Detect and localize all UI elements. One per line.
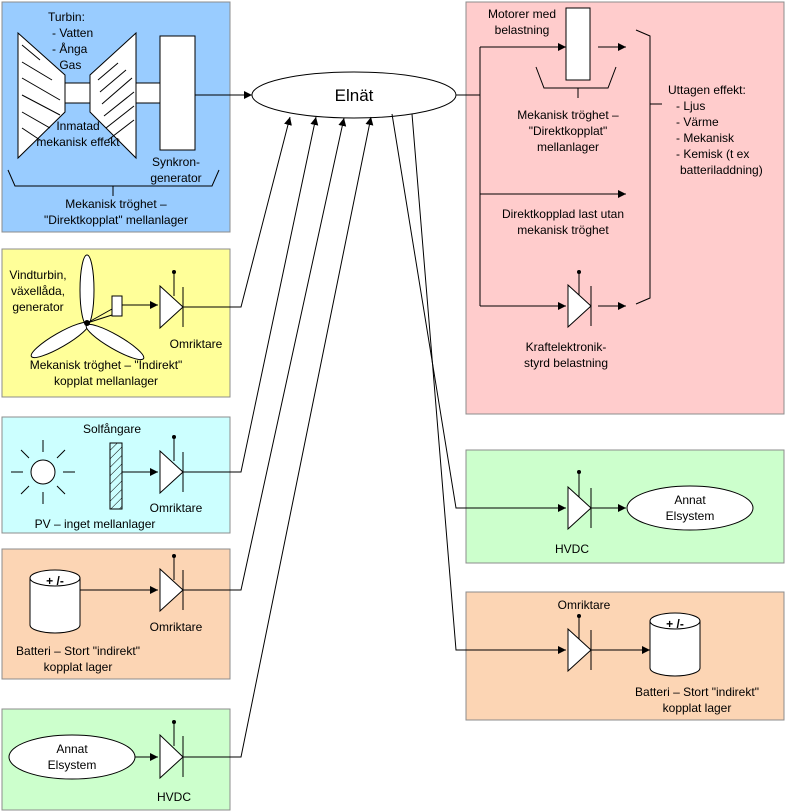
pv-caption: PV – inget mellanlager bbox=[35, 517, 156, 531]
battery-right-converter-label: Omriktare bbox=[558, 598, 611, 612]
battery-left-cylinder bbox=[29, 569, 81, 634]
output-brace bbox=[635, 29, 651, 305]
battery-right-caption: Batteri – Stort "indirekt" bbox=[635, 685, 759, 699]
turbine-item: - Gas bbox=[52, 58, 81, 72]
sun-rays bbox=[11, 440, 75, 504]
battery-left-to-grid-arrow bbox=[183, 117, 347, 591]
other-system-right-label: Elsystem bbox=[666, 509, 715, 523]
grid-label: Elnät bbox=[335, 86, 374, 105]
turbine-left-blades bbox=[17, 31, 66, 160]
wind-label: växellåda, bbox=[11, 284, 65, 298]
turbine-caption: Mekanisk tröghet – bbox=[65, 197, 167, 211]
turbine-title: Turbin: bbox=[48, 10, 85, 24]
wind-blade-top bbox=[79, 254, 95, 326]
battery-left-converter-label: Omriktare bbox=[150, 620, 203, 634]
direct-load-label: mekanisk tröghet bbox=[517, 223, 609, 237]
battery-right-converter-triangle bbox=[567, 627, 592, 673]
turbine-item: - Vatten bbox=[52, 26, 93, 40]
output-item: batteriladdning) bbox=[680, 163, 763, 177]
other-system-left-label: Elsystem bbox=[48, 758, 97, 772]
motor-inertia-label: Mekanisk tröghet – bbox=[517, 108, 619, 122]
turbine-caption: "Direktkopplat" mellanlager bbox=[44, 213, 188, 227]
pv-converter-label: Omriktare bbox=[150, 501, 203, 515]
turbine-left-hatch bbox=[21, 44, 61, 141]
battery-right-group: Omriktare + /- Batteri – Stort "indirekt… bbox=[411, 113, 759, 715]
turbine-input-label: Inmatad bbox=[56, 119, 99, 133]
wind-group: Vindturbin, växellåda, generator Omrikta… bbox=[9, 116, 292, 388]
output-item: - Värme bbox=[676, 115, 719, 129]
gearbox-box bbox=[111, 295, 123, 317]
hvdc-left-label: HVDC bbox=[157, 790, 191, 804]
motor-inertia-label: "Direktkopplat" bbox=[529, 124, 608, 138]
grid-to-hvdc-right-line bbox=[391, 113, 566, 512]
synchronous-generator-box bbox=[159, 35, 196, 151]
generator-label: Synkron- bbox=[152, 155, 200, 169]
loads-group: Motorer med belastning Mekanisk tröghet … bbox=[456, 7, 763, 370]
turbine-right-hatch bbox=[97, 62, 135, 141]
motor-label: belastning bbox=[495, 23, 550, 37]
battery-left-group: + /- Omriktare Batteri – Stort "indirekt… bbox=[16, 117, 347, 674]
battery-right-cylinder bbox=[649, 612, 701, 677]
turbine-shaft-2 bbox=[135, 82, 161, 104]
battery-left-caption: Batteri – Stort "indirekt" bbox=[16, 644, 140, 658]
output-item: - Mekanisk bbox=[676, 131, 735, 145]
other-system-right bbox=[626, 485, 754, 531]
pv-to-grid-arrow bbox=[183, 116, 319, 473]
turbine-item: - Ånga bbox=[52, 41, 88, 56]
wind-converter-triangle bbox=[159, 284, 184, 330]
motor-label: Motorer med bbox=[488, 7, 556, 21]
battery-right-caption: kopplat lager bbox=[663, 701, 732, 715]
solar-panel bbox=[109, 442, 123, 510]
wind-label: Vindturbin, bbox=[9, 268, 66, 282]
turbine-group: Turbin: - Vatten - Ånga - Gas Inmatad me… bbox=[7, 10, 252, 227]
hvdc-right-label: HVDC bbox=[555, 542, 589, 556]
power-electronic-triangle bbox=[567, 283, 592, 329]
motor-brace bbox=[535, 66, 617, 89]
loads-block bbox=[465, 1, 785, 415]
motor-box bbox=[565, 7, 591, 81]
direct-load-label: Direktkopplad last utan bbox=[502, 207, 624, 221]
power-electronic-label: Kraftelektronik- bbox=[526, 340, 607, 354]
turbine-input-label: mekanisk effekt bbox=[36, 135, 120, 149]
generator-label: generator bbox=[150, 171, 201, 185]
output-item: - Ljus bbox=[676, 99, 705, 113]
battery-left-caption: kopplat lager bbox=[44, 660, 113, 674]
hvdc-left-group: Annat Elsystem HVDC bbox=[8, 116, 374, 804]
wind-to-grid-arrow bbox=[183, 116, 292, 308]
wind-label: generator bbox=[12, 300, 63, 314]
battery-right-block bbox=[465, 591, 785, 721]
battery-left-converter-triangle bbox=[159, 567, 184, 613]
wind-caption: Mekanisk tröghet – "Indirekt" bbox=[30, 358, 183, 372]
turbine-shaft bbox=[64, 82, 91, 104]
power-electronic-label: styrd belastning bbox=[524, 356, 608, 370]
wind-caption: kopplat mellanlager bbox=[54, 374, 158, 388]
battery-right-symbol: + /- bbox=[666, 617, 684, 631]
output-item: - Kemisk (t ex bbox=[676, 147, 749, 161]
pv-group: Solfångare Omriktare PV – inget mellanla… bbox=[11, 116, 319, 531]
other-system-right-label: Annat bbox=[674, 493, 706, 507]
grid-to-battery-right-line bbox=[411, 113, 566, 654]
pv-converter-triangle bbox=[159, 449, 184, 495]
battery-left-symbol: + /- bbox=[46, 574, 64, 588]
hvdc-left-converter-triangle bbox=[159, 733, 184, 780]
hvdc-left-to-grid-arrow bbox=[183, 116, 374, 758]
output-title: Uttagen effekt: bbox=[668, 83, 746, 97]
sun-icon bbox=[30, 459, 56, 485]
motor-inertia-label: mellanlager bbox=[537, 140, 599, 154]
hvdc-right-group: Annat Elsystem HVDC bbox=[391, 113, 754, 556]
wind-converter-label: Omriktare bbox=[170, 337, 223, 351]
collector-label: Solfångare bbox=[83, 422, 141, 436]
other-system-left-label: Annat bbox=[56, 742, 88, 756]
wind-block bbox=[1, 248, 231, 398]
hvdc-right-converter-triangle bbox=[567, 485, 592, 531]
